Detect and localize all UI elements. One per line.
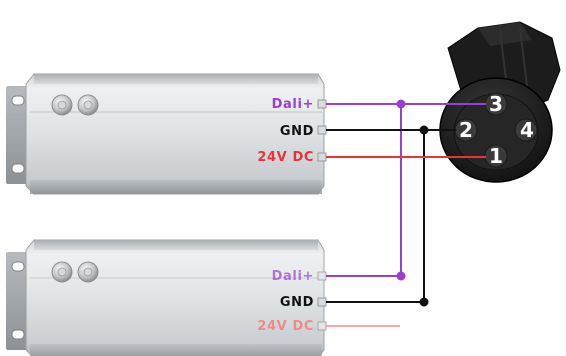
driver-module-bottom: Dali+ GND 24V DC	[6, 239, 327, 356]
wiring	[326, 99, 486, 327]
module-top-edge	[34, 74, 318, 84]
gnd-label: GND	[280, 124, 314, 139]
pin-2-label: 2	[459, 118, 473, 142]
round-connector: 3 2 4 1	[439, 21, 561, 183]
module-base-edge	[30, 180, 322, 194]
mounting-slot	[11, 261, 25, 272]
mounting-flange	[6, 252, 28, 350]
mounting-slot	[11, 163, 25, 174]
gnd-junction-dot	[419, 297, 429, 307]
mounting-flange	[6, 86, 28, 184]
dali-label: Dali+	[272, 97, 314, 112]
module-base-edge	[30, 344, 322, 356]
mounting-slot	[11, 329, 25, 340]
power-label: 24V DC	[257, 150, 314, 165]
pin-4-label: 4	[520, 118, 534, 142]
power-label: 24V DC	[257, 319, 314, 334]
dali-junction-dot	[396, 99, 406, 109]
module-top-edge	[34, 240, 318, 250]
dali-label: Dali+	[272, 269, 314, 284]
module-housing	[25, 239, 325, 356]
pin-3-label: 3	[489, 92, 503, 116]
dali-junction-dot	[396, 271, 406, 281]
gnd-junction-dot	[419, 125, 429, 135]
gnd-label: GND	[280, 295, 314, 310]
mounting-slot	[11, 95, 25, 106]
driver-module-top: Dali+ GND 24V DC	[6, 73, 327, 195]
pin-4-socket-icon	[514, 118, 538, 142]
pin-1-label: 1	[489, 144, 503, 168]
